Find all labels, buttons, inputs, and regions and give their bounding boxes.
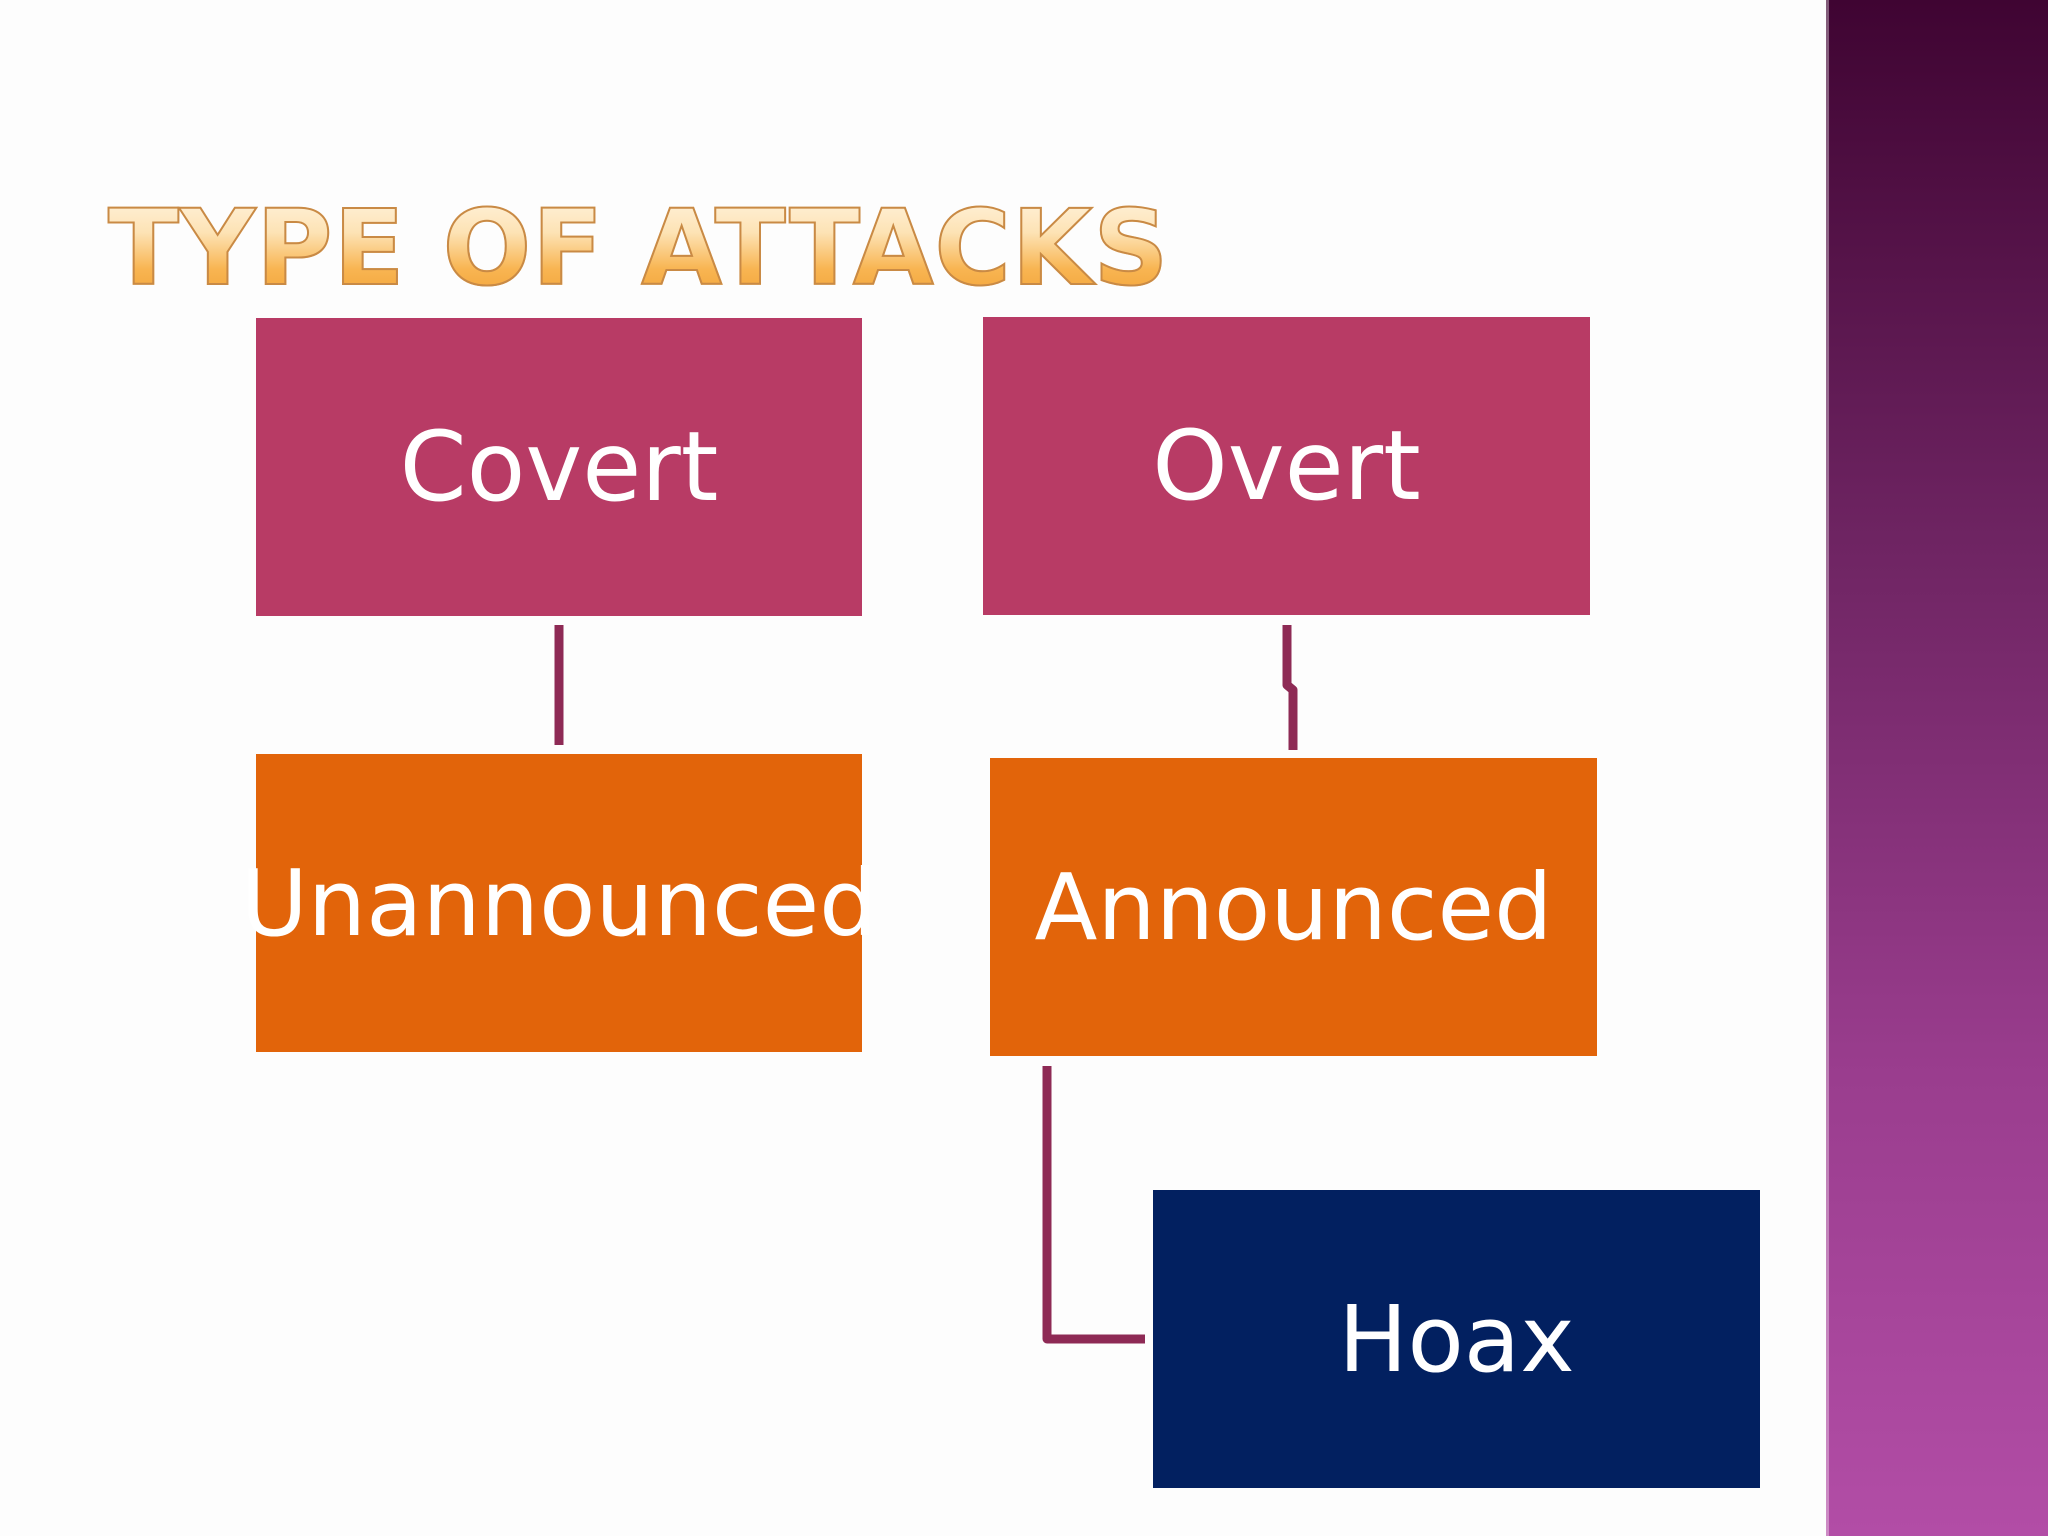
node-unannounced: Unannounced <box>240 754 878 1052</box>
node-overt: Overt <box>983 317 1590 615</box>
node-hoax: Hoax <box>1153 1190 1760 1488</box>
connector-overt-announced <box>1282 625 1298 750</box>
node-overt-label: Overt <box>1152 410 1421 522</box>
node-announced-label: Announced <box>1034 853 1553 961</box>
node-unannounced-label: Unannounced <box>240 849 878 957</box>
decorative-side-band <box>1826 0 2048 1536</box>
slide-title: TYPE OF ATTACKS <box>107 187 1170 309</box>
node-covert-label: Covert <box>399 411 719 523</box>
node-announced: Announced <box>990 758 1597 1056</box>
node-hoax-label: Hoax <box>1338 1285 1575 1393</box>
connector-announced-hoax <box>1042 1066 1145 1344</box>
node-covert: Covert <box>256 318 862 616</box>
